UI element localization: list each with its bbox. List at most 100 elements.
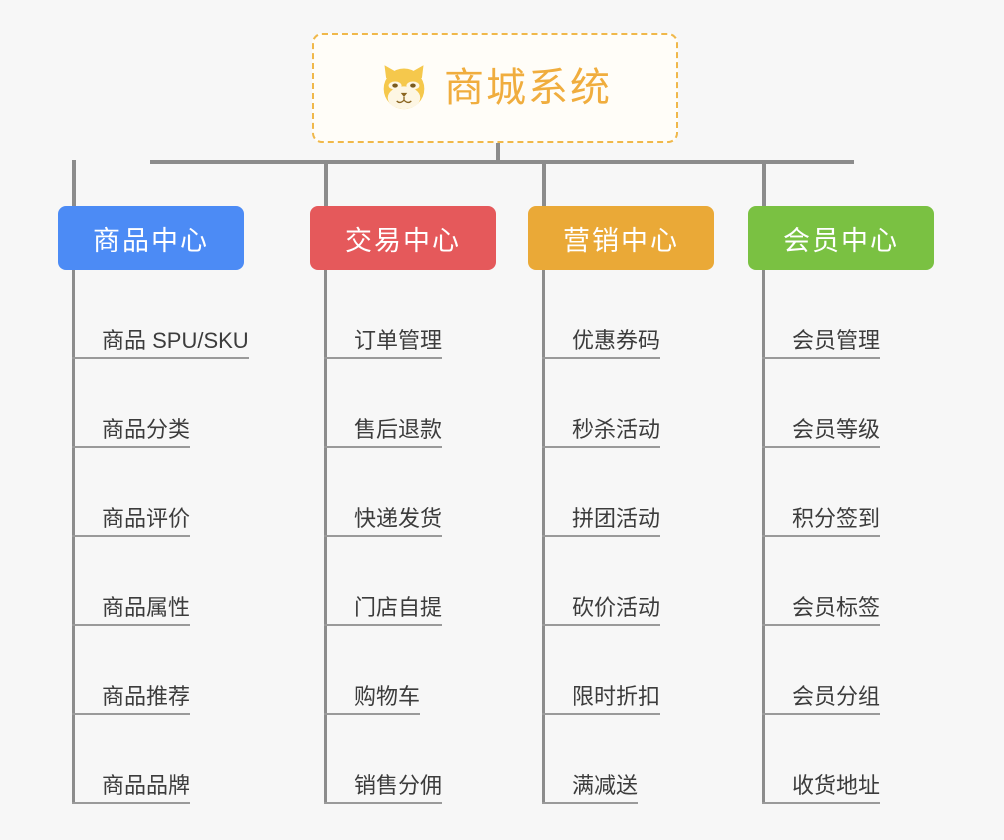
leaf-item-label: 商品评价 bbox=[102, 506, 191, 537]
branch-header-label: 交易中心 bbox=[345, 225, 461, 256]
connector-bus bbox=[150, 160, 854, 164]
branch-header-1[interactable]: 商品中心 bbox=[58, 206, 244, 270]
branch-header-label: 商品中心 bbox=[93, 225, 209, 256]
leaf-connector-rule bbox=[542, 713, 572, 715]
branch-spine-1 bbox=[72, 270, 75, 804]
leaf-item-label: 砍价活动 bbox=[572, 595, 661, 626]
leaf-connector-rule bbox=[762, 713, 792, 715]
branch-header-2[interactable]: 交易中心 bbox=[310, 206, 496, 270]
leaf-item-label: 商品属性 bbox=[102, 595, 191, 626]
branch-header-4[interactable]: 会员中心 bbox=[748, 206, 934, 270]
leaf-item[interactable]: 商品推荐 bbox=[72, 626, 249, 715]
root-title: 商城系统 bbox=[444, 66, 612, 110]
leaf-item[interactable]: 商品分类 bbox=[72, 359, 249, 448]
leaf-connector-rule bbox=[72, 535, 102, 537]
branch-header-label: 会员中心 bbox=[783, 225, 899, 256]
leaf-item-label: 购物车 bbox=[354, 684, 421, 715]
leaf-item-label: 满减送 bbox=[572, 773, 639, 804]
branch-4: 会员中心会员管理会员等级积分签到会员标签会员分组收货地址 bbox=[748, 206, 934, 804]
leaf-connector-rule bbox=[324, 624, 354, 626]
root-node[interactable]: 商城系统 bbox=[312, 33, 678, 143]
leaf-connector-rule bbox=[762, 802, 792, 804]
leaf-item[interactable]: 会员管理 bbox=[762, 270, 881, 359]
leaf-connector-rule bbox=[72, 802, 102, 804]
leaf-item[interactable]: 秒杀活动 bbox=[542, 359, 661, 448]
leaf-item[interactable]: 会员标签 bbox=[762, 537, 881, 626]
leaf-item[interactable]: 收货地址 bbox=[762, 715, 881, 804]
leaf-item[interactable]: 会员分组 bbox=[762, 626, 881, 715]
leaf-item-label: 门店自提 bbox=[354, 595, 443, 626]
leaf-item[interactable]: 拼团活动 bbox=[542, 448, 661, 537]
branch-header-label: 营销中心 bbox=[563, 225, 679, 256]
leaf-connector-rule bbox=[762, 624, 792, 626]
leaf-connector-rule bbox=[542, 624, 572, 626]
leaf-connector-rule bbox=[72, 446, 102, 448]
leaf-item[interactable]: 限时折扣 bbox=[542, 626, 661, 715]
leaf-connector-rule bbox=[762, 357, 792, 359]
leaf-connector-rule bbox=[72, 357, 102, 359]
leaf-item-label: 收货地址 bbox=[792, 773, 881, 804]
leaf-connector-rule bbox=[542, 446, 572, 448]
leaf-item-label: 拼团活动 bbox=[572, 506, 661, 537]
branch-spine-3 bbox=[542, 270, 545, 804]
leaf-item-label: 秒杀活动 bbox=[572, 417, 661, 448]
branch-spine-4 bbox=[762, 270, 765, 804]
connector-stem bbox=[496, 143, 500, 163]
connector-drop-2 bbox=[324, 160, 328, 208]
leaf-item-label: 限时折扣 bbox=[572, 684, 661, 715]
leaf-item[interactable]: 订单管理 bbox=[324, 270, 443, 359]
leaf-item-label: 售后退款 bbox=[354, 417, 443, 448]
leaf-item-label: 会员管理 bbox=[792, 328, 881, 359]
leaf-list-1: 商品 SPU/SKU 商品分类商品评价商品属性商品推荐商品品牌 bbox=[72, 270, 249, 804]
leaf-item[interactable]: 商品评价 bbox=[72, 448, 249, 537]
leaf-list-4: 会员管理会员等级积分签到会员标签会员分组收货地址 bbox=[762, 270, 881, 804]
branch-header-3[interactable]: 营销中心 bbox=[528, 206, 714, 270]
shiba-dog-face-icon bbox=[378, 62, 430, 114]
leaf-connector-rule bbox=[542, 357, 572, 359]
branch-2: 交易中心订单管理售后退款快递发货门店自提购物车销售分佣 bbox=[310, 206, 496, 804]
leaf-connector-rule bbox=[324, 446, 354, 448]
leaf-item[interactable]: 满减送 bbox=[542, 715, 660, 804]
leaf-item-label: 会员分组 bbox=[792, 684, 881, 715]
leaf-connector-rule bbox=[324, 535, 354, 537]
connector-drop-4 bbox=[762, 160, 766, 208]
branch-spine-2 bbox=[324, 270, 327, 804]
leaf-item[interactable]: 商品品牌 bbox=[72, 715, 249, 804]
leaf-item-label: 商品分类 bbox=[102, 417, 191, 448]
leaf-item-label: 积分签到 bbox=[792, 506, 881, 537]
connector-drop-1 bbox=[72, 160, 76, 208]
connector-drop-3 bbox=[542, 160, 546, 208]
leaf-item[interactable]: 售后退款 bbox=[324, 359, 443, 448]
leaf-item-label: 商品推荐 bbox=[102, 684, 191, 715]
leaf-item[interactable]: 优惠券码 bbox=[542, 270, 661, 359]
leaf-item[interactable]: 销售分佣 bbox=[324, 715, 443, 804]
leaf-item-label: 销售分佣 bbox=[354, 773, 443, 804]
leaf-connector-rule bbox=[324, 357, 354, 359]
leaf-item-label: 优惠券码 bbox=[572, 328, 661, 359]
leaf-connector-rule bbox=[762, 446, 792, 448]
leaf-connector-rule bbox=[542, 535, 572, 537]
leaf-item[interactable]: 商品 SPU/SKU bbox=[72, 270, 249, 359]
leaf-item[interactable]: 会员等级 bbox=[762, 359, 881, 448]
leaf-connector-rule bbox=[72, 624, 102, 626]
leaf-item-label: 商品品牌 bbox=[102, 773, 191, 804]
leaf-list-2: 订单管理售后退款快递发货门店自提购物车销售分佣 bbox=[324, 270, 443, 804]
leaf-item[interactable]: 砍价活动 bbox=[542, 537, 661, 626]
leaf-connector-rule bbox=[324, 713, 354, 715]
leaf-item[interactable]: 购物车 bbox=[324, 626, 442, 715]
leaf-item[interactable]: 快递发货 bbox=[324, 448, 443, 537]
leaf-list-3: 优惠券码秒杀活动拼团活动砍价活动限时折扣满减送 bbox=[542, 270, 661, 804]
leaf-connector-rule bbox=[762, 535, 792, 537]
leaf-item-label: 会员标签 bbox=[792, 595, 881, 626]
leaf-connector-rule bbox=[72, 713, 102, 715]
branch-1: 商品中心商品 SPU/SKU 商品分类商品评价商品属性商品推荐商品品牌 bbox=[58, 206, 249, 804]
leaf-item[interactable]: 门店自提 bbox=[324, 537, 443, 626]
leaf-connector-rule bbox=[542, 802, 572, 804]
leaf-item[interactable]: 积分签到 bbox=[762, 448, 881, 537]
leaf-item-label: 快递发货 bbox=[354, 506, 443, 537]
leaf-item-label: 商品 SPU/SKU bbox=[102, 328, 249, 359]
leaf-item[interactable]: 商品属性 bbox=[72, 537, 249, 626]
leaf-item-label: 会员等级 bbox=[792, 417, 881, 448]
leaf-item-label: 订单管理 bbox=[354, 328, 443, 359]
